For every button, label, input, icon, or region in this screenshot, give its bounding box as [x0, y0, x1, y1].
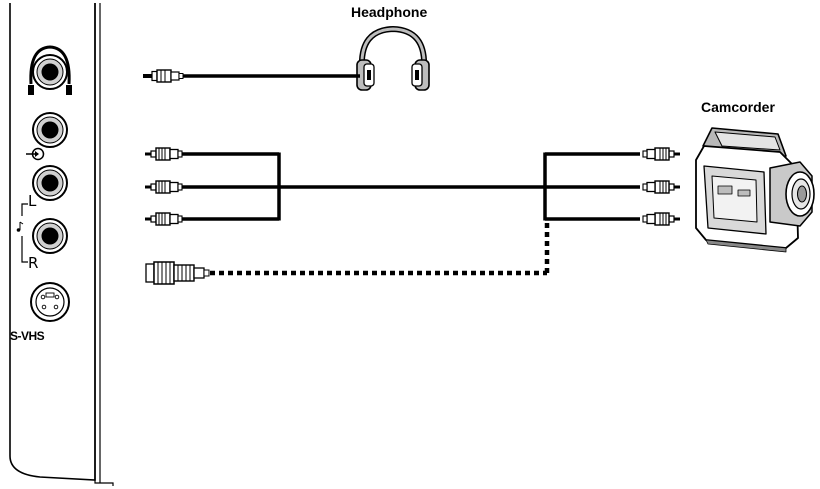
svhs-label: S-VHS [10, 329, 45, 343]
svhs-jack[interactable] [30, 282, 70, 322]
video-jack[interactable] [32, 112, 68, 148]
headphone-icon [28, 45, 72, 95]
audio-right-jack[interactable] [32, 218, 68, 254]
svhs-plug [145, 261, 210, 285]
rca-plug-left-video [144, 147, 183, 161]
rca-plug-right-audio-r [642, 212, 681, 226]
headphone-device [356, 25, 430, 91]
rca-plug-right-video [642, 147, 681, 161]
audio-left-jack[interactable] [32, 165, 68, 201]
audio-right-label: R [28, 254, 38, 272]
audio-left-bracket [21, 203, 28, 216]
headphone-plug [143, 69, 184, 83]
headphone-jack[interactable] [32, 54, 68, 90]
av-cable-bundle [182, 152, 640, 221]
svhs-cable [210, 222, 550, 276]
headphone-label: Headphone [351, 4, 427, 20]
rca-plug-left-audio-l [144, 180, 183, 194]
rca-plug-right-audio-l [642, 180, 681, 194]
camcorder-device [695, 127, 815, 253]
audio-right-bracket [21, 236, 28, 263]
rca-plug-left-audio-r [144, 212, 183, 226]
camcorder-label: Camcorder [701, 99, 775, 115]
video-input-icon [26, 147, 45, 161]
audio-left-label: L [28, 192, 37, 210]
music-note-icon [16, 221, 24, 232]
